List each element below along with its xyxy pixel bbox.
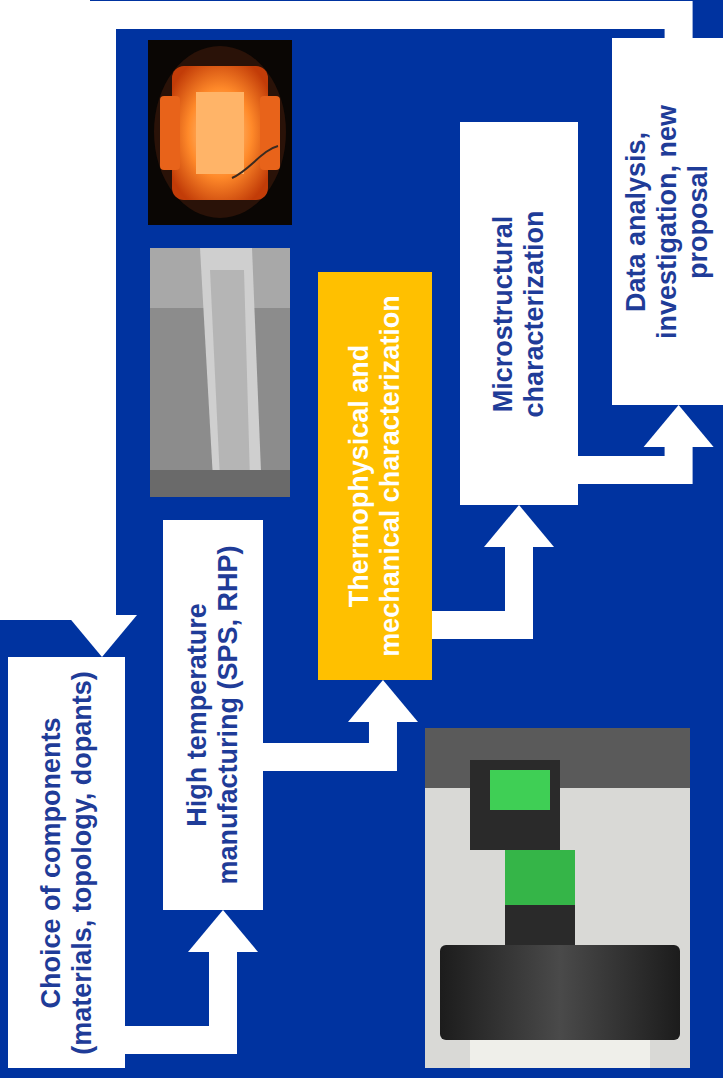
step-label: Thermophysical and mechanical characteri… [344, 280, 406, 672]
white-corner [0, 0, 90, 620]
highlight-box: Thermophysical and mechanical characteri… [318, 272, 432, 680]
base-plate [470, 1040, 650, 1068]
flow-arrow [578, 447, 679, 470]
flow-arrow [125, 910, 258, 1040]
step-label: Microstructural characterization [488, 130, 550, 497]
arrow-head [644, 405, 714, 447]
photo-frame [150, 248, 290, 497]
electrode [160, 96, 180, 170]
load-cell [440, 945, 680, 1040]
thermocouple-wire [232, 146, 278, 178]
flow-arrow [125, 952, 223, 1040]
step-label: Choice of components (materials, topolog… [35, 665, 97, 1060]
hot-zone [172, 66, 268, 200]
electrode [260, 96, 280, 170]
process-box: Data analysis, investigation, new propos… [612, 38, 723, 405]
green-light [490, 770, 550, 810]
flow-arrow [578, 405, 714, 470]
process-box: Choice of components (materials, topolog… [8, 657, 125, 1068]
sample-die [196, 92, 244, 174]
sample-photo [150, 248, 290, 497]
arrow-head [484, 505, 554, 547]
flow-arrow [263, 680, 418, 757]
arrow-head [188, 910, 258, 952]
arrow-head [67, 615, 137, 657]
furnace-photo [148, 40, 292, 225]
lower-specimen [505, 905, 575, 945]
arrow-head [348, 680, 418, 722]
sample-slice [200, 248, 262, 497]
process-box: Microstructural characterization [460, 122, 578, 505]
process-box: High temperature manufacturing (SPS, RHP… [163, 520, 263, 910]
flow-arrow [432, 547, 519, 625]
flow-arrow [432, 505, 554, 625]
photo-band [150, 470, 290, 497]
photo-frame [148, 40, 292, 225]
sample-texture [210, 270, 250, 480]
flow-arrow [263, 722, 383, 757]
photo-frame [425, 728, 690, 1068]
furnace-chamber [154, 46, 286, 218]
step-label: High temperature manufacturing (SPS, RHP… [182, 528, 244, 902]
green-specimen [505, 850, 575, 905]
testing-machine-photo [425, 728, 690, 1068]
step-label: Data analysis, investigation, new propos… [621, 46, 714, 397]
upper-fixture [470, 760, 560, 850]
